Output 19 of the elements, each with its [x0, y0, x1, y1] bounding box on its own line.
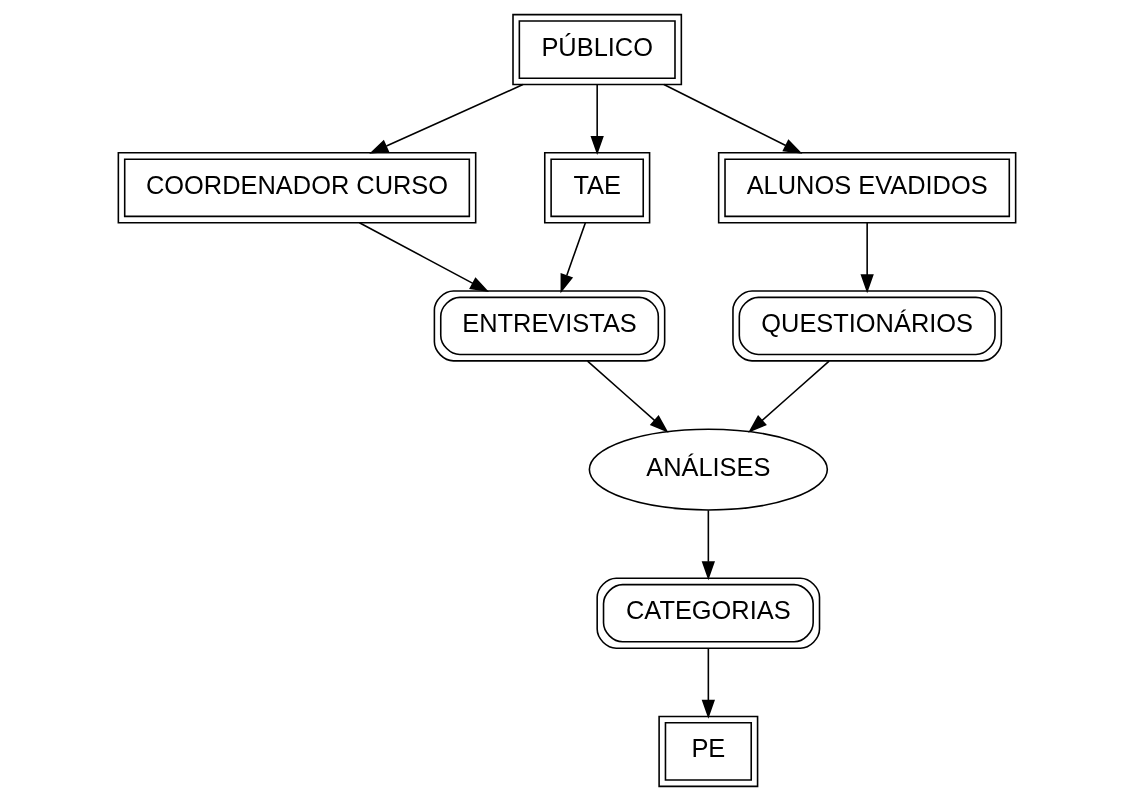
node-box: COORDENADOR CURSO [117, 152, 477, 224]
node-box: PÚBLICO [512, 13, 683, 86]
arrow [701, 647, 716, 719]
arrow [701, 509, 716, 581]
node-box: ALUNOS EVADIDOS [717, 152, 1017, 224]
node-box: ENTREVISTAS [433, 290, 666, 362]
arrow [860, 221, 874, 294]
arrow [358, 221, 490, 292]
arrow [369, 83, 524, 154]
arrow [748, 360, 830, 433]
arrow [663, 83, 803, 154]
arrow [586, 360, 669, 433]
node-box: QUESTIONÁRIOS [732, 290, 1003, 362]
node-box: TAE [543, 152, 651, 224]
node-ellipse: ANÁLISES [588, 428, 829, 511]
node-box: PE [658, 715, 759, 788]
arrow [560, 221, 587, 294]
arrow [590, 83, 604, 156]
node-box: CATEGORIAS [596, 577, 821, 649]
